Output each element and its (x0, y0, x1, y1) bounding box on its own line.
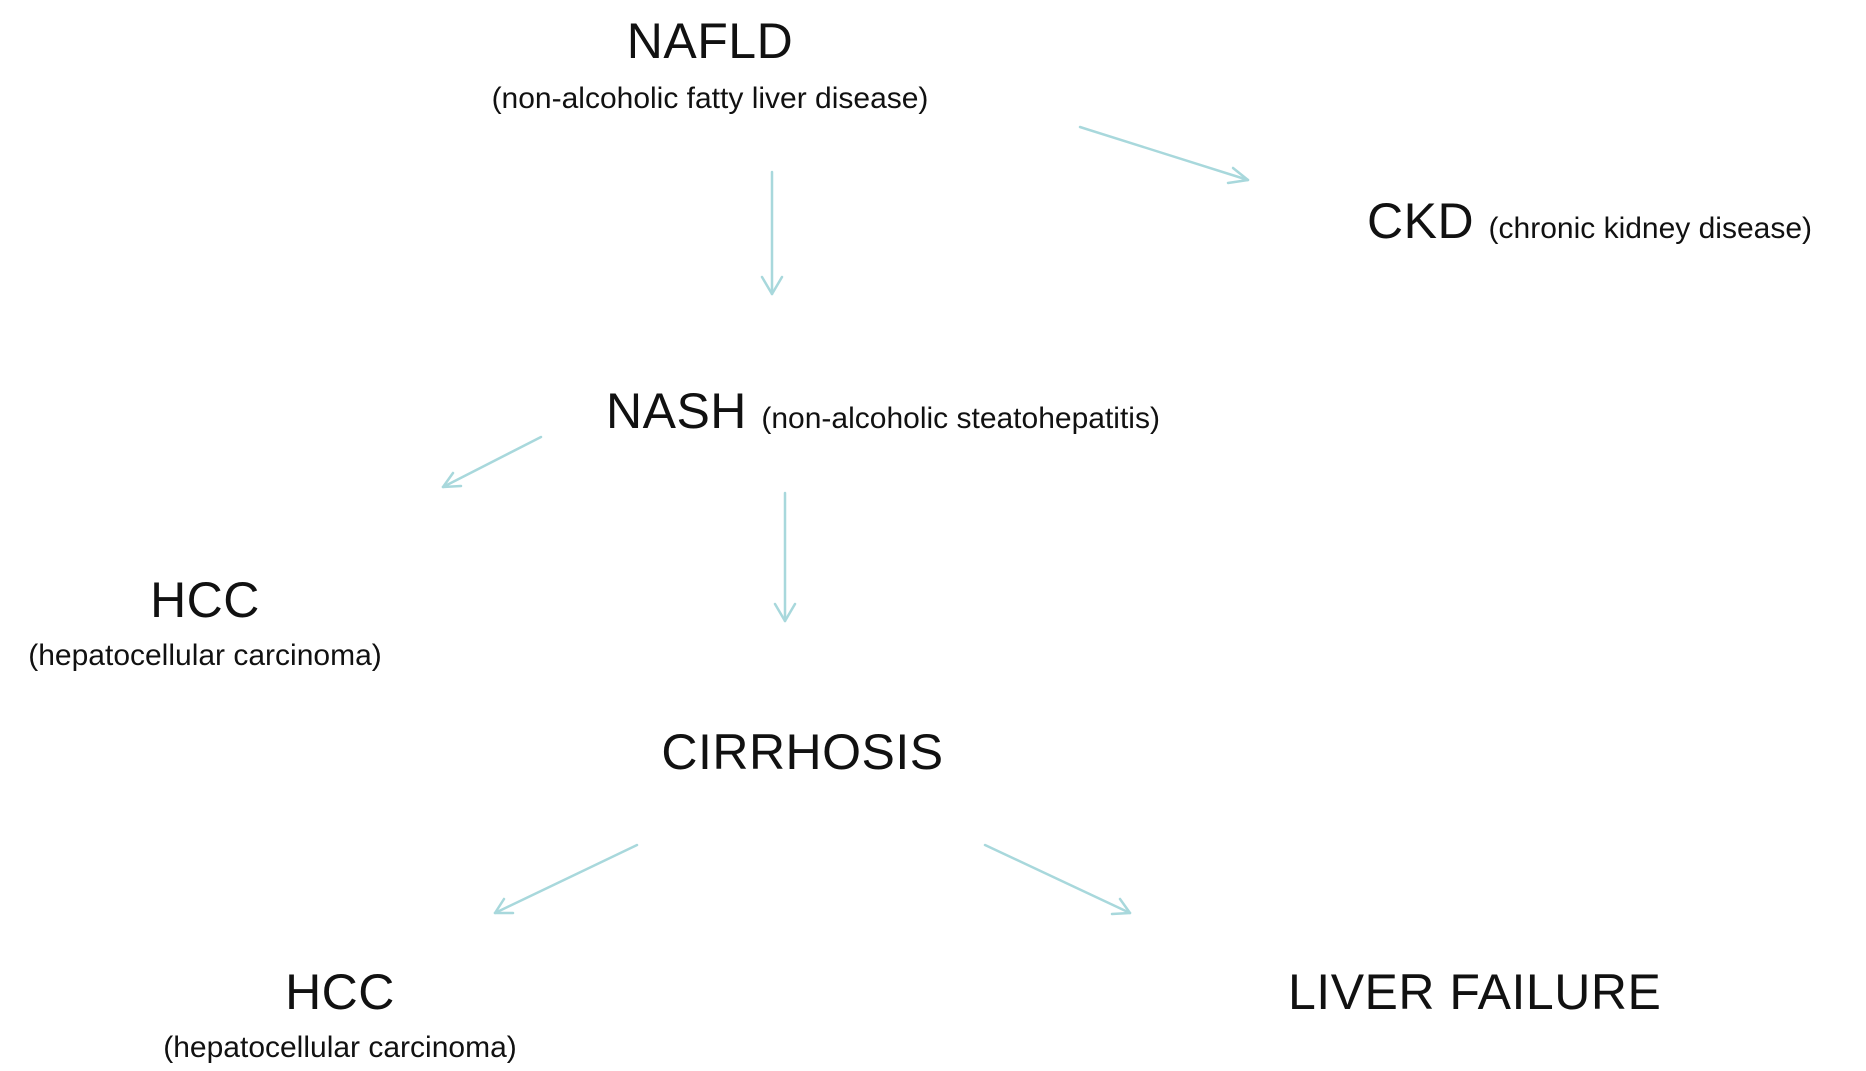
node-hcc-upper: HCC (hepatocellular carcinoma) (0, 575, 410, 671)
nafld-label: NAFLD (626, 13, 794, 69)
arrow-nafld-to-nash (760, 170, 784, 296)
node-cirrhosis: CIRRHOSIS (600, 727, 1005, 777)
hcc-lower-label: HCC (285, 964, 395, 1020)
node-nash: NASH (non-alcoholic steatohepatitis) (606, 386, 1160, 436)
ckd-label: CKD (1367, 193, 1475, 249)
arrow-nafld-to-ckd (1078, 125, 1250, 185)
nash-label: NASH (606, 383, 747, 439)
arrow-nash-to-cirrhosis (773, 491, 797, 623)
hcc-upper-sublabel: (hepatocellular carcinoma) (28, 639, 382, 672)
arrow-cirrhosis-to-liver-failure (983, 843, 1132, 916)
node-ckd: CKD (chronic kidney disease) (1367, 196, 1812, 246)
hcc-lower-sublabel: (hepatocellular carcinoma) (163, 1031, 517, 1064)
arrow-cirrhosis-to-hcc-lower (493, 843, 639, 915)
ckd-sublabel: (chronic kidney disease) (1488, 212, 1813, 245)
node-nafld: NAFLD (non-alcoholic fatty liver disease… (440, 16, 980, 114)
cirrhosis-label: CIRRHOSIS (661, 724, 944, 780)
arrow-nash-to-hcc-upper (441, 435, 543, 489)
nash-sublabel: (non-alcoholic steatohepatitis) (761, 402, 1160, 435)
liver-failure-label: LIVER FAILURE (1288, 964, 1662, 1020)
hcc-upper-label: HCC (150, 572, 260, 628)
nafld-sublabel: (non-alcoholic fatty liver disease) (491, 82, 929, 115)
node-liver-failure: LIVER FAILURE (1288, 967, 1661, 1017)
node-hcc-lower: HCC (hepatocellular carcinoma) (135, 967, 545, 1063)
